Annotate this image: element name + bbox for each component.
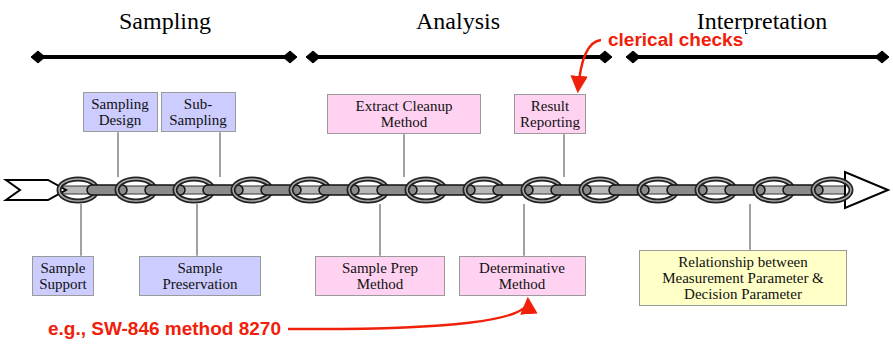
leader-line [196,204,198,256]
box-label: Sample Prep Method [321,260,439,292]
process-box: Sample Preservation [139,256,261,296]
box-label: Sampling Design [89,96,152,128]
process-box: Sample Prep Method [315,256,445,296]
leader-line [403,134,405,177]
callout-note: e.g., SW-846 method 8270 [46,318,283,340]
process-box: Result Reporting [514,94,586,134]
callout-note: clerical checks [606,29,745,51]
leader-line [523,204,525,256]
process-box: Sample Support [32,256,94,296]
leader-line [379,204,381,256]
leader-line [80,204,82,256]
phase-bars [31,51,889,63]
box-label: Sample Support [38,260,88,292]
callout-arrow [288,300,528,329]
box-label: Sample Preservation [145,260,255,292]
chain-link [813,179,851,201]
box-label: Result Reporting [520,98,580,130]
box-label: Relationship between Measurement Paramet… [645,254,841,303]
process-box: Relationship between Measurement Paramet… [639,250,847,307]
process-box: Determinative Method [459,256,586,296]
process-box: Sub-Sampling [161,92,236,132]
box-label: Extract Cleanup Method [333,98,475,130]
leader-line [219,132,221,177]
process-box: Sampling Design [83,92,158,132]
box-label: Determinative Method [465,260,580,292]
leader-lines [81,132,750,256]
callout-arrows [288,40,601,329]
process-box: Extract Cleanup Method [327,94,481,134]
leader-line [749,204,751,250]
callout-arrow [578,40,601,90]
phase-heading: Sampling [119,8,211,35]
leader-line [563,134,565,177]
chain [6,172,888,208]
leader-line [117,132,119,177]
box-label: Sub-Sampling [167,96,230,128]
phase-heading: Analysis [416,8,500,35]
